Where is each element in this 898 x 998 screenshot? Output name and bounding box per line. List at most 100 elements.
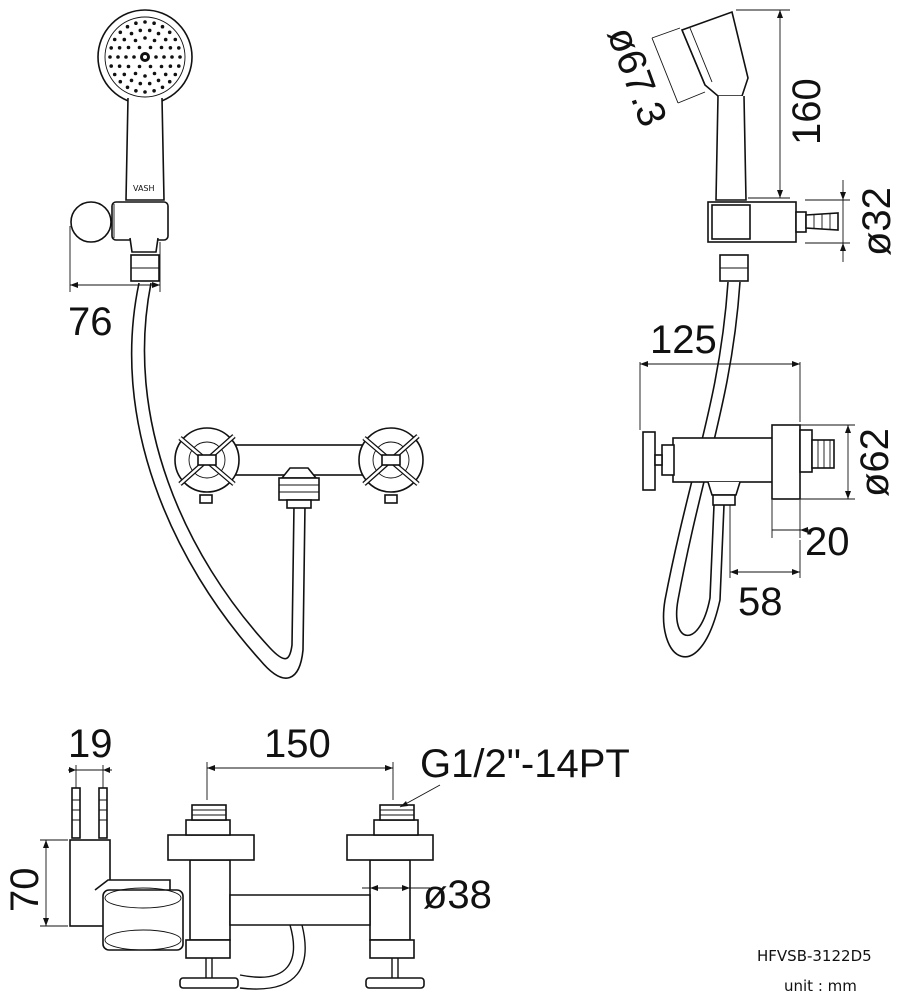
spray-hole xyxy=(118,30,123,35)
spray-hole xyxy=(143,36,147,40)
spray-hole xyxy=(117,64,122,68)
dim-38: ø38 xyxy=(362,873,492,917)
front-view: VASH 76 xyxy=(68,9,424,679)
spray-hole xyxy=(173,37,178,42)
spray-hole xyxy=(152,89,156,93)
dim-125-label: 125 xyxy=(650,318,717,362)
spray-hole xyxy=(152,21,156,26)
dim-38-label: ø38 xyxy=(423,873,492,917)
spray-hole xyxy=(134,89,138,93)
spray-hole xyxy=(167,30,172,35)
spray-hole xyxy=(133,38,138,43)
spray-hole xyxy=(133,71,138,76)
dim-62: ø62 xyxy=(800,424,897,500)
spray-hole xyxy=(126,64,131,69)
spray-hole xyxy=(168,46,173,50)
spray-hole xyxy=(143,20,147,24)
spray-hole xyxy=(132,55,136,59)
dim-150-label: 150 xyxy=(264,722,331,766)
spray-hole xyxy=(148,45,153,50)
dim-20: 20 xyxy=(771,500,850,564)
spray-hole xyxy=(124,55,128,59)
dim-20-label: 20 xyxy=(805,520,850,564)
side-view: ø67.3 160 xyxy=(599,9,898,658)
dim-70: 70 xyxy=(3,839,68,927)
dim-160-label: 160 xyxy=(785,78,829,145)
spray-hole xyxy=(143,74,147,78)
holder-top xyxy=(69,839,184,951)
spray-hole xyxy=(118,79,123,84)
spray-hole xyxy=(170,55,174,59)
spray-hole xyxy=(178,55,182,59)
dim-150: 150 xyxy=(206,722,394,800)
spray-hole xyxy=(125,24,130,29)
spray-hole xyxy=(167,79,172,84)
mixer-side xyxy=(642,424,835,506)
shower-head-front: VASH xyxy=(97,9,193,201)
spray-hole xyxy=(112,72,117,77)
spray-hole xyxy=(148,64,153,69)
spray-hole xyxy=(168,64,173,68)
dim-125: 125 xyxy=(639,318,801,430)
wall-holder-front xyxy=(70,201,169,282)
spray-hole xyxy=(156,31,161,36)
spray-hole xyxy=(173,72,178,77)
spray-hole xyxy=(122,37,127,42)
dim-62-label: ø62 xyxy=(853,428,897,497)
dim-58: 58 xyxy=(729,505,801,624)
spray-hole xyxy=(154,55,158,59)
unit-label: unit : mm xyxy=(784,977,857,995)
spray-hole xyxy=(147,81,152,86)
hose-front xyxy=(130,282,306,679)
dim-76-label: 76 xyxy=(68,300,113,344)
wall-anchors xyxy=(71,787,108,839)
top-view: 19 70 xyxy=(3,722,630,990)
hose-side xyxy=(662,281,741,658)
spray-hole xyxy=(143,90,147,94)
spray-hole xyxy=(109,64,113,68)
mixer-top xyxy=(167,804,434,990)
dim-70-label: 70 xyxy=(3,868,47,913)
spray-hole xyxy=(129,78,134,83)
spray-hole xyxy=(159,64,164,69)
spray-hole xyxy=(125,85,130,90)
spray-hole xyxy=(156,78,161,83)
spray-hole xyxy=(126,45,131,50)
spray-hole xyxy=(108,55,112,59)
model-number: HFVSB-3122D5 xyxy=(757,947,872,965)
spray-hole xyxy=(162,55,166,59)
mixer-front xyxy=(174,427,424,509)
dim-160: 160 xyxy=(736,9,829,199)
spray-hole xyxy=(152,38,157,43)
spray-hole xyxy=(112,37,117,42)
thread-callout: G1/2"-14PT xyxy=(399,742,630,808)
spray-hole xyxy=(159,45,164,50)
dim-32: ø32 xyxy=(805,180,898,262)
spray-hole xyxy=(163,37,168,42)
dim-19-label: 19 xyxy=(68,722,113,766)
spray-hole xyxy=(147,28,152,33)
dim-58-label: 58 xyxy=(738,580,783,624)
spray-hole xyxy=(177,64,181,68)
brand-mark: VASH xyxy=(133,184,155,193)
dim-19: 19 xyxy=(68,722,113,790)
spray-hole xyxy=(116,55,120,59)
spray-hole xyxy=(160,24,165,29)
spray-hole xyxy=(138,28,143,33)
spray-hole xyxy=(109,46,113,50)
dim-76: 76 xyxy=(68,226,161,344)
dim-673-label: ø67.3 xyxy=(599,21,675,132)
spray-hole xyxy=(129,31,134,36)
spray-hole xyxy=(163,72,168,77)
shower-head-side xyxy=(680,10,749,201)
spray-hole xyxy=(160,85,165,90)
spray-hole xyxy=(122,72,127,77)
dim-32-label: ø32 xyxy=(855,187,898,256)
spray-hole xyxy=(138,81,143,86)
spray-hole xyxy=(137,64,142,69)
spray-hole xyxy=(117,46,122,50)
spray-hole xyxy=(177,46,181,50)
thread-label: G1/2"-14PT xyxy=(420,742,630,786)
spray-hole xyxy=(152,71,157,76)
